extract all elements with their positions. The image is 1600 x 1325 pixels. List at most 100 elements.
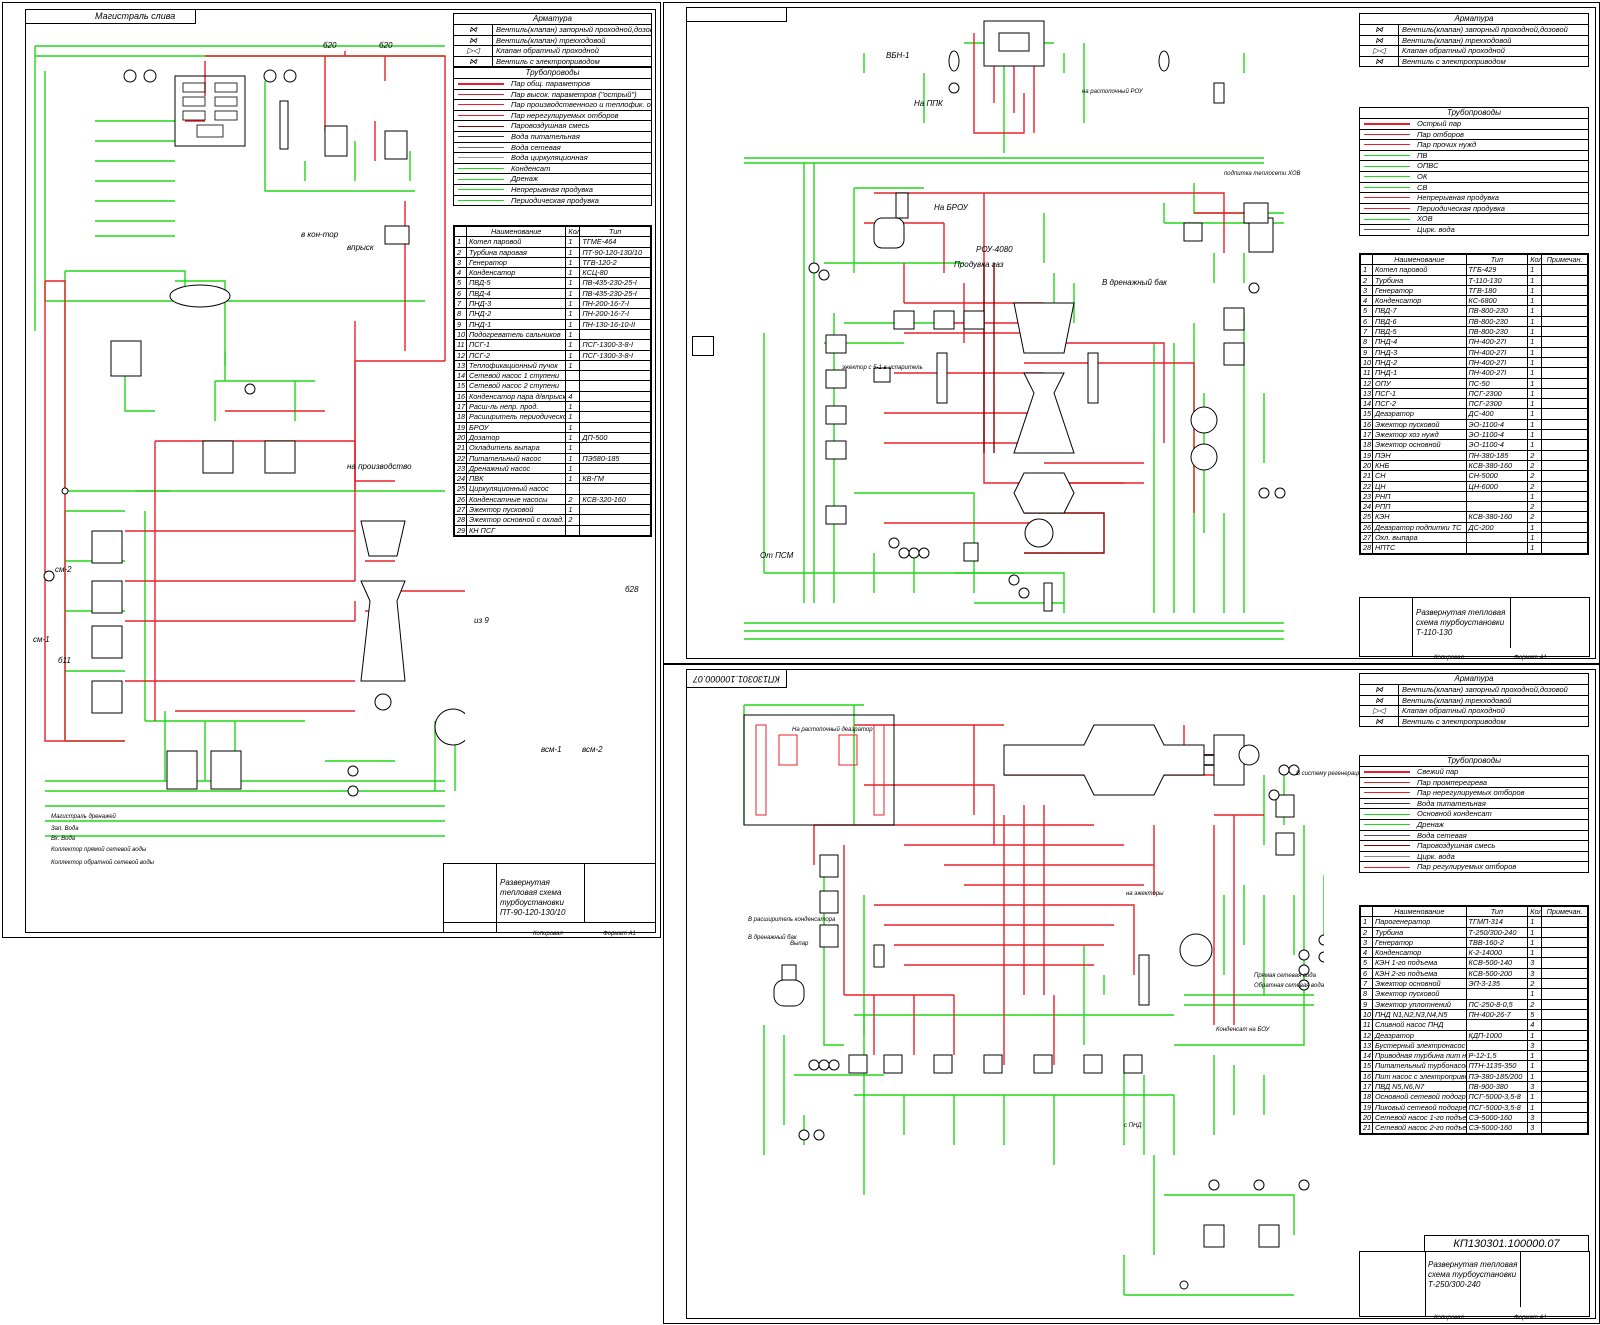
spec-cell: Деаэратор подпитки ТС [1371,521,1467,534]
spec-cell: 3 [1527,957,1543,969]
pipe-swatch [1364,165,1410,167]
spec-cell: 9 [454,318,467,330]
pipe-legend-row: Вода циркуляционная [454,153,651,164]
spec-cell: Эжектор уплотнений [1371,998,1467,1010]
spec-cell: КСВ-500-200 [1465,967,1529,980]
pipe-label: Дренаж [1417,819,1445,829]
legend-row: ▷◁Клапан обратный проходной [454,46,651,57]
spec-cell: 4 [454,267,467,279]
spec-cell: 1 [1527,305,1543,317]
label-na-rastop: На растопочный деаэратор [792,727,873,733]
pipe-label: Вода питательная [511,131,580,141]
pipe-legend-row: Конденсат [454,164,651,175]
spec-cell: 19 [1360,1101,1373,1113]
spec-cell: 14 [1360,398,1373,410]
label-ejektor: эжектор с 5-1 в испаритель [842,365,923,371]
spec-cell: ПТ-90-120-130/10 [579,246,651,258]
spec-cell: 8 [1360,336,1373,348]
pipe-swatch [1364,813,1410,815]
spec-cell: 1 [565,267,581,279]
spec-cell: Турбина [1371,926,1467,938]
spec-cell: Турбина паровая [465,246,567,258]
spec-cell [565,370,581,382]
spec-cell: Сливной насос ПНД [1371,1019,1467,1031]
pipe-label: Цирк. вода [1417,851,1455,861]
spec-cell: 1 [1527,274,1543,286]
spec-cell: Эжектор основной [1371,978,1467,990]
spec-cell [1541,988,1588,1000]
legend-row: ⋈Вентиль с электроприводом [1360,56,1588,67]
bottom-line-label: Коллектор прямой сетевой воды [51,847,147,853]
label-v-kon-tor: в кон-тор [301,230,339,239]
spec-cell [1541,459,1588,472]
spec-cell: 16 [1360,1070,1373,1083]
pipe-swatch [1364,208,1410,210]
spec-cell [1541,346,1588,358]
spec-cell: ПН-400-27I [1465,356,1529,369]
spec-cell: 1 [1527,284,1543,297]
spec-cell: 1 [1527,377,1543,389]
spec-cell [565,483,581,495]
pipe-legend-row: Пар отборов [1360,130,1588,141]
spec-cell: 24 [454,473,467,485]
legend-label: Клапан обратный проходной [1402,706,1505,716]
pipe-swatch [1364,144,1410,146]
label-na-eko: Конденсат на БОУ [1216,1027,1270,1033]
spec-cell: ПВ-435-230-25-I [579,277,651,289]
spec-cell: Сетевой насос 1 ступени [465,370,567,382]
spec-cell: 7 [454,298,467,310]
spec-header-cell [454,225,467,238]
spec-cell [1541,284,1588,297]
label-611: б11 [58,656,71,665]
legend-row: ⋈Вентиль(клапан) трехходовой [1360,35,1588,47]
spec-cell [579,514,651,526]
spec-cell: ПВ-800-230 [1465,326,1529,338]
boiler-1 [983,20,1045,67]
pipe-swatch [1364,218,1410,220]
spec-cell [1465,490,1529,503]
label-v-drenazh: В дренажный бак [1102,278,1167,287]
spec-cell: 25 [454,483,467,495]
spec-cell: 28 [1360,542,1373,554]
bottom-line-label: Коллектор обратной сетевой воды [51,860,155,866]
spec-cell: Пит насос с электроприводом [1371,1070,1467,1083]
pipe-swatch [458,189,504,191]
spec-cell [1541,1081,1588,1093]
spec-cell: ПВД-5 [1371,326,1467,338]
spec-cell: 3 [1527,967,1543,980]
spec-cell: Парогенератор [1371,916,1467,928]
spec-cell: 3 [1360,284,1373,297]
spec-cell: 28 [454,514,467,526]
schematic-pt-90 [34,45,465,837]
spec-cell: 1 [1527,1070,1543,1083]
pipe-swatch [1364,197,1410,199]
legend-label: Вентиль с электроприводом [1402,56,1506,66]
pipes-title: Трубопроводы [1360,108,1588,119]
title-block: Развернутая тепловая схема турбоустановк… [443,863,656,933]
pipe-label: Дренаж [511,174,539,184]
pipe-legend-row: ОК [1360,172,1588,183]
spec-cell: Генератор [1371,284,1467,297]
stamp-format: Формат А1 [1514,655,1547,661]
pipe-label: Пар производственного и теплофик. отбора [511,100,651,110]
legend-row: ⋈Вентиль(клапан) трехходовой [454,35,651,47]
spec-cell: 16 [454,390,467,403]
spec-cell: Генератор [465,256,567,269]
pipe-legend-row: Паровоздушная смесь [1360,841,1588,852]
stamp-format: Формат А1 [603,931,636,937]
spec-cell: Генератор [1371,936,1467,949]
spec-cell [565,380,581,392]
